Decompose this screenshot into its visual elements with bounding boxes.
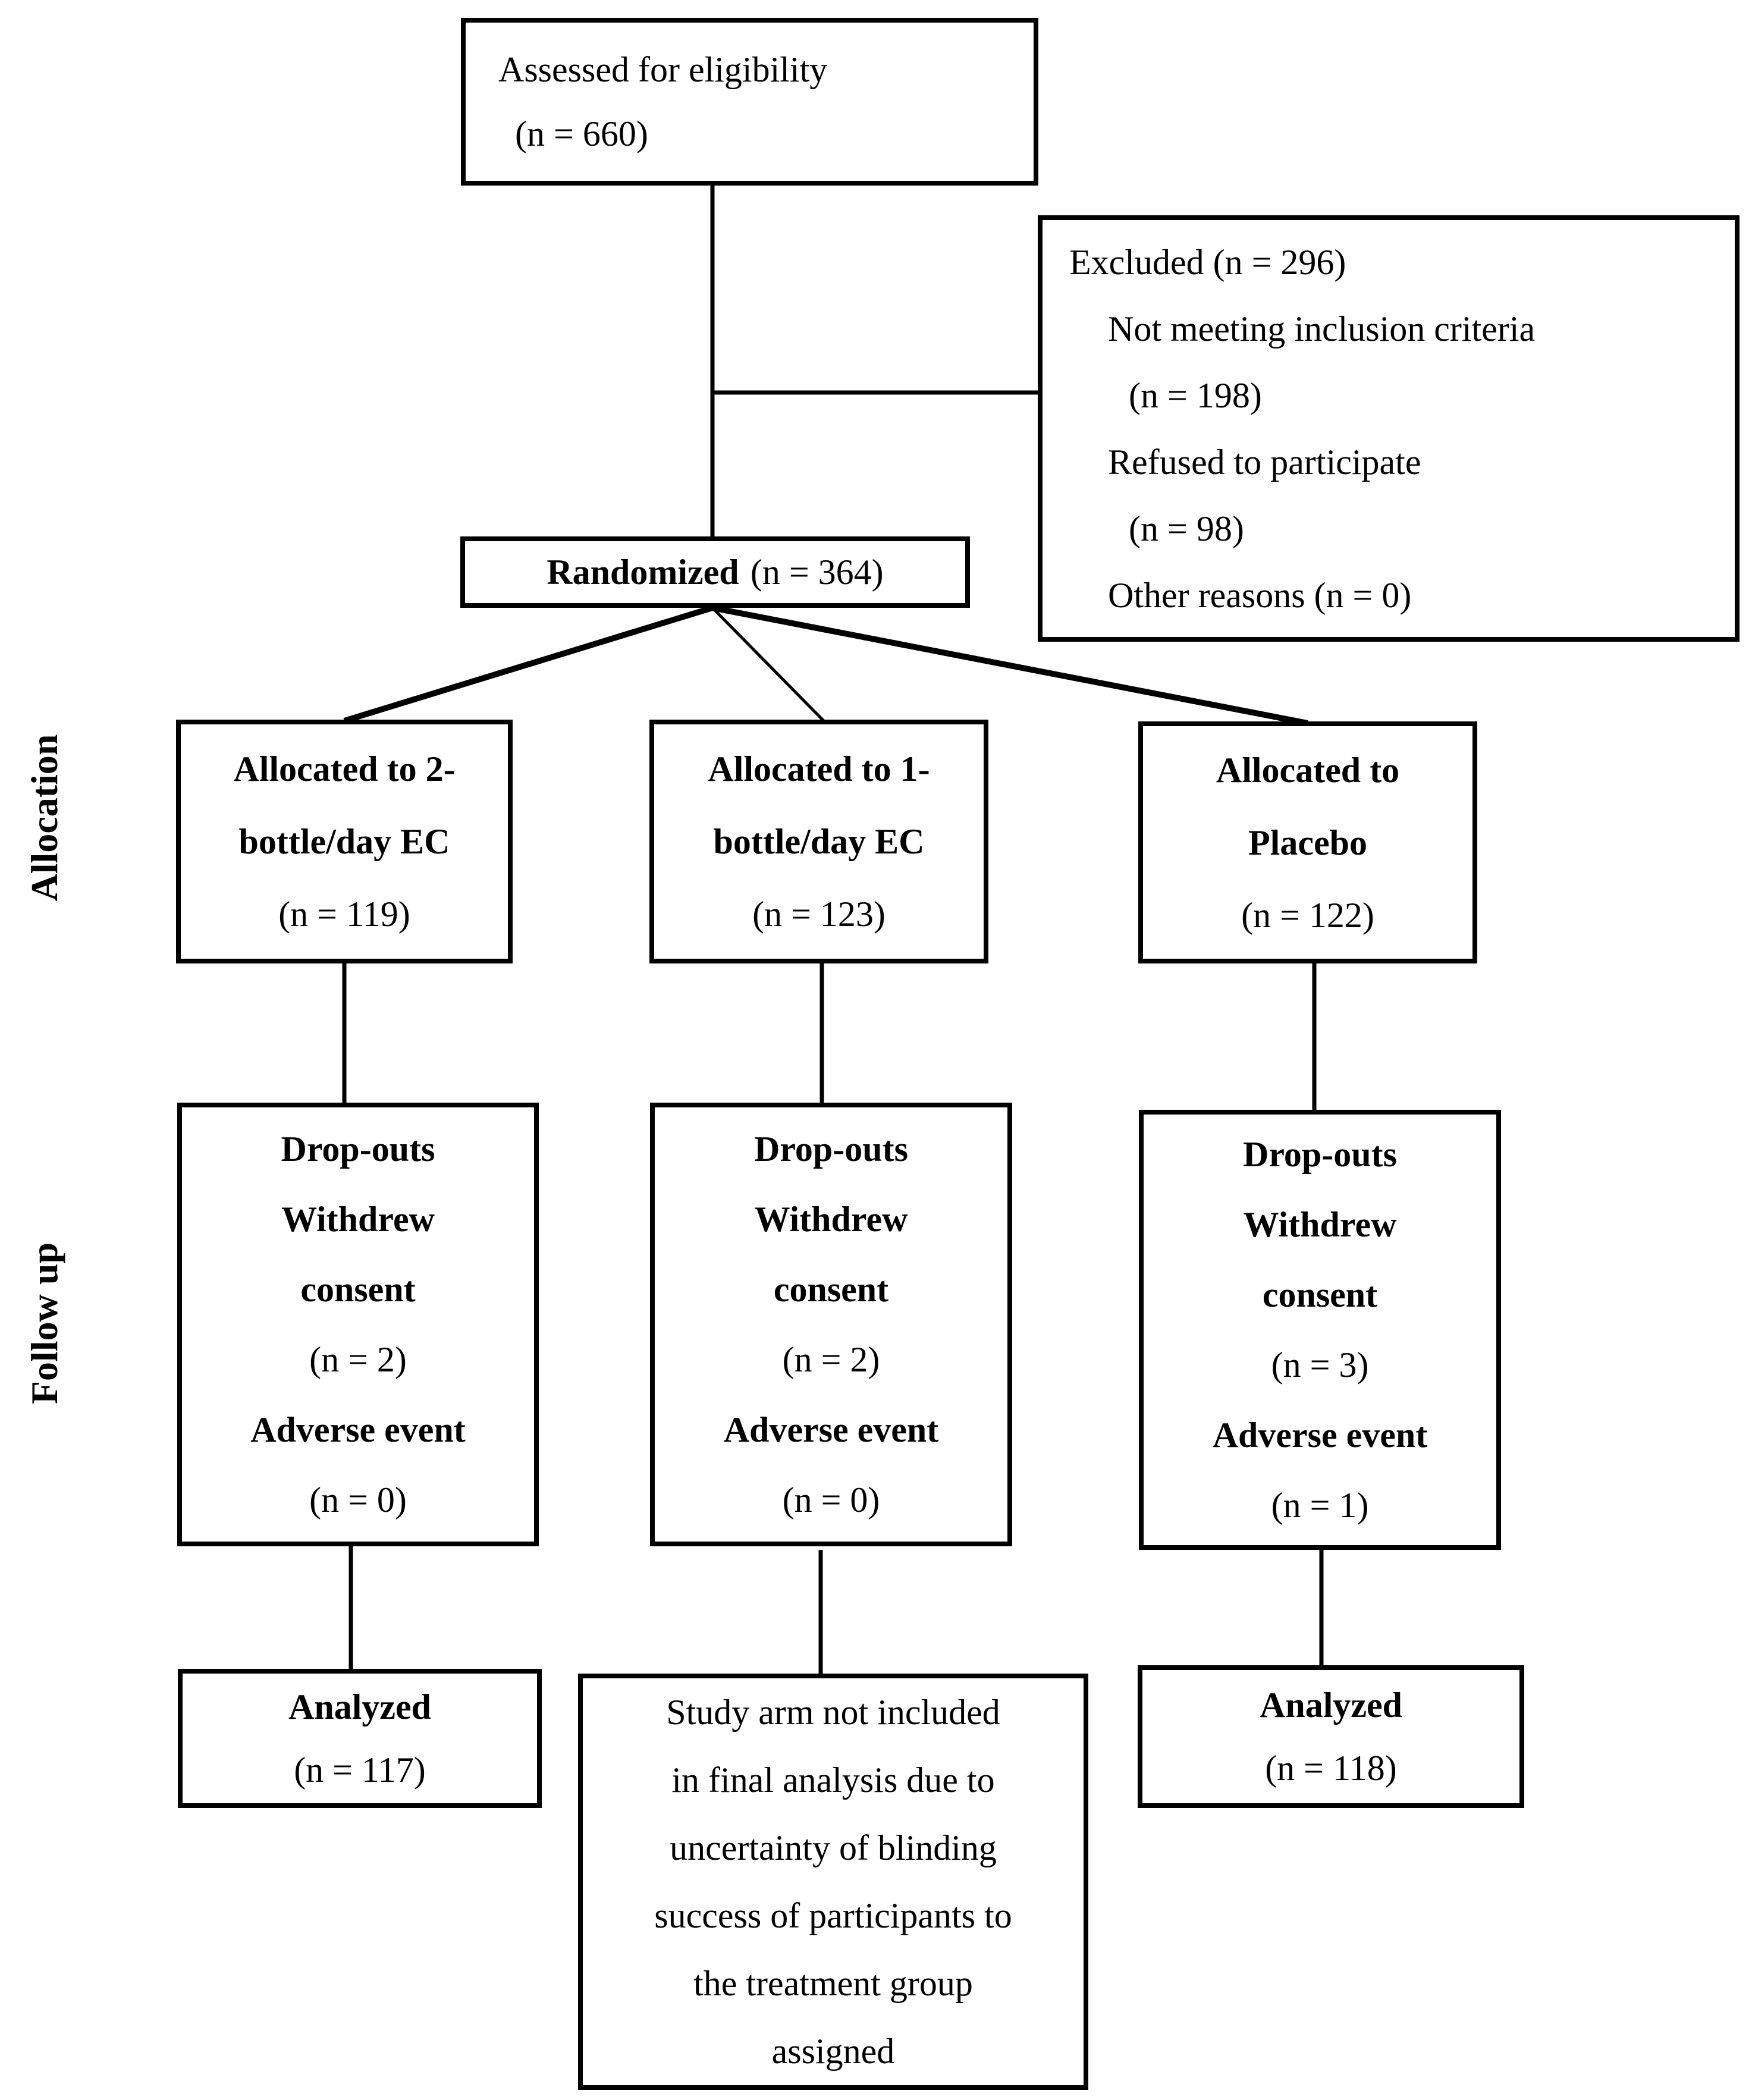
excluded-title: Excluded (n = 296) <box>1069 242 1346 282</box>
stage-label-follow-up: Follow up <box>23 1242 65 1405</box>
excluded-reason-2: Refused to participate <box>1108 442 1421 482</box>
allocated-arm2-box: Allocated to 1- bottle/day EC (n = 123) <box>649 720 988 963</box>
randomized-count: (n = 364) <box>750 553 884 592</box>
arm1-allocation-line2: bottle/day EC <box>238 822 450 861</box>
assessed-for-eligibility-box: Assessed for eligibility (n = 660) <box>461 18 1038 186</box>
excluded-reason-1: Not meeting inclusion criteria <box>1108 309 1536 349</box>
arm2-allocation-line2: bottle/day EC <box>713 822 925 861</box>
fu1-withdrew-count: (n = 2) <box>309 1340 407 1379</box>
allocated-arm1-box: Allocated to 2- bottle/day EC (n = 119) <box>176 720 513 963</box>
arm3-allocation-line2: Placebo <box>1248 823 1367 862</box>
randomized-label: Randomized <box>547 553 739 592</box>
followup-arm1-box: Drop-outs Withdrew consent (n = 2) Adver… <box>177 1103 539 1546</box>
assessed-label: Assessed for eligibility <box>498 50 828 89</box>
fu2-title: Drop-outs <box>754 1129 908 1169</box>
excluded-reason-1-count: (n = 198) <box>1129 375 1262 415</box>
fu3-adverse-event: Adverse event <box>1212 1415 1428 1455</box>
study-arm-excluded-note-box: Study arm not included in final analysis… <box>578 1674 1088 2090</box>
analyzed3-title: Analyzed <box>1260 1685 1402 1725</box>
arm2-allocation-count: (n = 123) <box>752 894 886 934</box>
arm1-allocation-line1: Allocated to 2- <box>233 749 456 789</box>
fu3-consent: consent <box>1262 1275 1378 1314</box>
randomized-box: Randomized (n = 364) <box>460 536 970 608</box>
fu3-title: Drop-outs <box>1243 1135 1397 1174</box>
fu1-title: Drop-outs <box>281 1129 435 1169</box>
excluded-box: Excluded (n = 296) Not meeting inclusion… <box>1038 215 1740 642</box>
analyzed3-count: (n = 118) <box>1265 1749 1397 1788</box>
arm3-allocation-line1: Allocated to <box>1216 750 1400 790</box>
analyzed-arm3-box: Analyzed (n = 118) <box>1138 1665 1524 1808</box>
fu2-withdrew: Withdrew <box>754 1200 908 1239</box>
connector-randomized-to-arm3 <box>712 605 1308 726</box>
analyzed-arm1-box: Analyzed (n = 117) <box>178 1669 542 1808</box>
followup-arm2-box: Drop-outs Withdrew consent (n = 2) Adver… <box>650 1103 1012 1546</box>
arm3-allocation-count: (n = 122) <box>1241 895 1374 935</box>
fu1-withdrew: Withdrew <box>281 1200 435 1239</box>
fu1-adverse-count: (n = 0) <box>309 1480 407 1520</box>
connector-randomized-to-arm2 <box>711 607 825 722</box>
fu1-consent: consent <box>300 1270 416 1309</box>
fu3-adverse-count: (n = 1) <box>1271 1486 1369 1525</box>
arm2-allocation-line1: Allocated to 1- <box>708 749 930 789</box>
fu3-withdrew: Withdrew <box>1243 1205 1397 1244</box>
connector-randomized-to-arm1 <box>343 605 714 724</box>
analyzed1-title: Analyzed <box>288 1687 431 1727</box>
stage-label-allocation: Allocation <box>23 734 65 902</box>
followup-arm3-box: Drop-outs Withdrew consent (n = 3) Adver… <box>1139 1110 1501 1550</box>
excluded-reason-2-count: (n = 98) <box>1129 508 1244 548</box>
excluded-reason-3: Other reasons (n = 0) <box>1108 575 1412 615</box>
assessed-count: (n = 660) <box>515 114 648 153</box>
arm1-allocation-count: (n = 119) <box>278 894 410 934</box>
fu2-adverse-event: Adverse event <box>723 1410 939 1449</box>
allocated-placebo-box: Allocated to Placebo (n = 122) <box>1138 721 1477 963</box>
fu1-adverse-event: Adverse event <box>250 1410 466 1449</box>
fu3-withdrew-count: (n = 3) <box>1271 1345 1369 1385</box>
analyzed1-count: (n = 117) <box>294 1750 426 1790</box>
fu2-withdrew-count: (n = 2) <box>782 1340 880 1379</box>
fu2-consent: consent <box>773 1270 889 1309</box>
fu2-adverse-count: (n = 0) <box>782 1480 880 1520</box>
